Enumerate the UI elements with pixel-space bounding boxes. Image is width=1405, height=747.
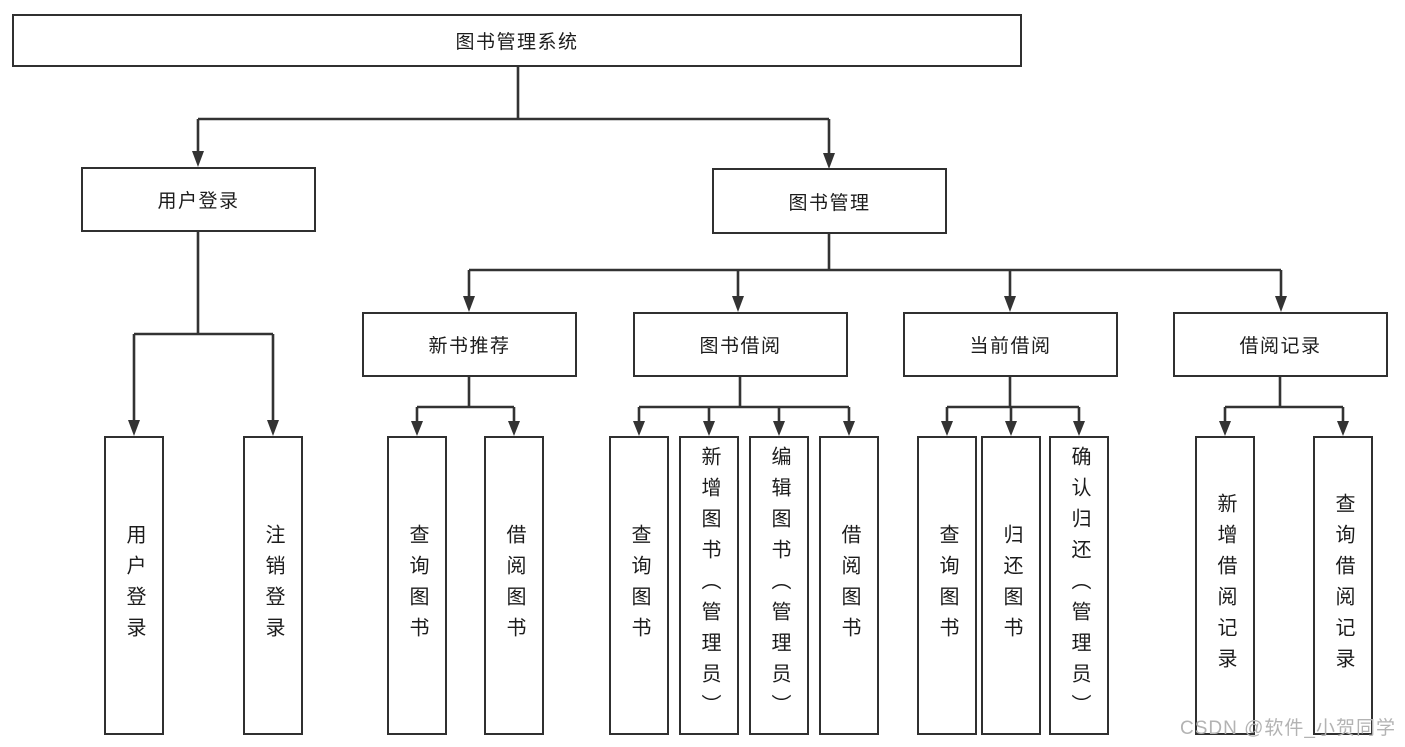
arrowheads (128, 151, 1349, 436)
leaf-add-books-admin: 新增图书（管理员） (679, 436, 739, 735)
leaf-return-books: 归还图书 (981, 436, 1041, 735)
leaf-logout: 注销登录 (243, 436, 303, 735)
leaf-user-login: 用户登录 (104, 436, 164, 735)
node-book-management: 图书管理 (712, 168, 947, 234)
node-book-borrowing: 图书借阅 (633, 312, 848, 377)
leaf-add-borrowing-record: 新增借阅记录 (1195, 436, 1255, 735)
leaf-query-books-borrowing: 查询图书 (609, 436, 669, 735)
node-root: 图书管理系统 (12, 14, 1022, 67)
leaf-query-borrowing-record: 查询借阅记录 (1313, 436, 1373, 735)
node-new-book-recommendation: 新书推荐 (362, 312, 577, 377)
node-current-borrowing: 当前借阅 (903, 312, 1118, 377)
csdn-watermark: CSDN @软件_小贺同学 (1180, 718, 1396, 739)
leaf-borrow-books-borrowing: 借阅图书 (819, 436, 879, 735)
leaf-borrow-books-recommend: 借阅图书 (484, 436, 544, 735)
leaf-confirm-return-admin: 确认归还（管理员） (1049, 436, 1109, 735)
connector-lines (132, 66, 1345, 421)
leaf-edit-books-admin: 编辑图书（管理员） (749, 436, 809, 735)
node-borrowing-records: 借阅记录 (1173, 312, 1388, 377)
leaf-query-books-current: 查询图书 (917, 436, 977, 735)
leaf-query-books-recommend: 查询图书 (387, 436, 447, 735)
node-user-login: 用户登录 (81, 167, 316, 232)
